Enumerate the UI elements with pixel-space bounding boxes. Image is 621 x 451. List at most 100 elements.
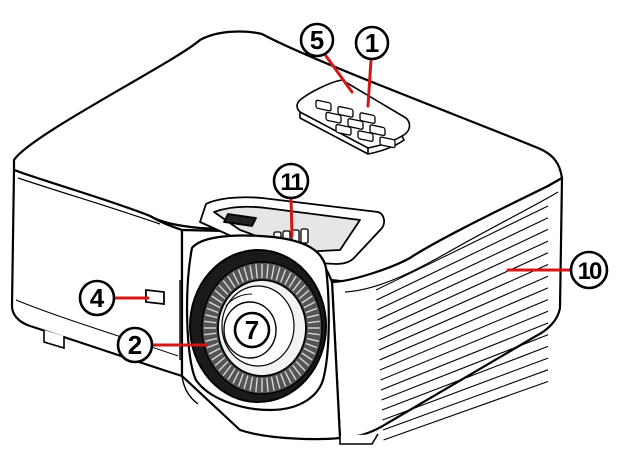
recess-slot-left [223, 213, 257, 227]
ring-tooth [208, 347, 221, 355]
ring-tooth [306, 314, 319, 319]
keypad-key[interactable] [379, 136, 396, 149]
top-bevel-line [17, 177, 559, 293]
ring-tooth [243, 266, 249, 281]
ring-tooth [292, 280, 302, 292]
keypad-key[interactable] [315, 99, 332, 112]
callout-1: 1 [354, 25, 390, 61]
vent-slat [379, 299, 549, 371]
ring-tooth [295, 360, 306, 372]
left-side-inner-line [15, 299, 179, 357]
keypad-key[interactable] [357, 130, 374, 142]
callout-7: 7 [233, 311, 271, 349]
ring-tooth [301, 295, 313, 304]
leader-1 [366, 58, 373, 108]
ring-tooth [206, 307, 219, 314]
keypad-keys [315, 99, 396, 149]
callout-2-label: 2 [128, 330, 142, 360]
keypad-key[interactable] [337, 105, 354, 118]
ring-tooth [218, 284, 229, 296]
ring-tooth [206, 342, 219, 349]
ring-tooth [214, 356, 226, 367]
side-vent [375, 205, 549, 441]
leader-lines [114, 54, 572, 347]
ring-tooth [288, 368, 297, 381]
callout-2: 2 [116, 326, 154, 364]
ring-tooth [280, 373, 287, 387]
projector-feet [43, 330, 379, 445]
callout-11: 11 [272, 162, 310, 200]
callout-10-label: 10 [578, 258, 602, 285]
ring-tooth [249, 265, 254, 280]
lens-assembly [185, 234, 330, 412]
foot-front [339, 433, 379, 445]
ring-tooth [275, 266, 281, 281]
callout-1-label: 1 [365, 28, 379, 58]
projector-body [10, 30, 564, 441]
ring-tooth [237, 373, 244, 387]
callout-10: 10 [569, 250, 609, 290]
ring-tooth [307, 332, 320, 336]
ring-tooth [307, 320, 320, 324]
ring-tooth [243, 375, 249, 390]
keypad-key[interactable] [369, 124, 386, 137]
ring-tooth [303, 347, 316, 355]
callout-4: 4 [78, 279, 116, 317]
ring-tooth [298, 356, 310, 367]
vent-slat [375, 205, 549, 291]
ring-tooth [275, 375, 281, 390]
vent-slat [378, 275, 549, 351]
ring-tooth [288, 275, 297, 288]
ring-tooth [214, 289, 226, 300]
keypad-key[interactable] [347, 118, 364, 130]
ring-tooth [222, 364, 232, 376]
ring-tooth [280, 269, 287, 283]
keypad-key[interactable] [335, 123, 352, 136]
ring-tooth [270, 265, 275, 280]
ring-tooth [284, 370, 292, 384]
ir-window-housing [179, 280, 199, 405]
callout-5-label: 5 [310, 25, 324, 55]
vent-slat [378, 263, 549, 341]
callout-4-label: 4 [90, 283, 105, 313]
vent-slat [382, 369, 549, 431]
vent-slat [382, 357, 549, 421]
vent-slat [380, 310, 549, 381]
ring-tooth [211, 295, 223, 304]
vent-slat [376, 228, 549, 311]
foot-left [43, 330, 65, 350]
ring-tooth [305, 342, 318, 349]
keypad-key[interactable] [325, 111, 342, 124]
ring-tooth [292, 364, 302, 376]
callouts: 1 5 11 4 2 7 10 [78, 22, 609, 364]
leader-5 [324, 54, 354, 94]
callout-11-label: 11 [280, 169, 303, 196]
ring-tooth [232, 370, 240, 384]
vent-slat [380, 322, 549, 391]
ring-tooth [255, 377, 258, 392]
vent-slat [377, 252, 549, 331]
ring-tooth [205, 314, 218, 319]
callout-7-label: 7 [245, 315, 259, 345]
focus-grip[interactable] [300, 228, 309, 244]
callout-5: 5 [299, 22, 335, 58]
ring-tooth [227, 275, 236, 288]
keypad-key[interactable] [359, 112, 376, 124]
ring-tooth [211, 352, 223, 361]
right-side-face [330, 176, 564, 440]
ring-tooth [204, 320, 217, 324]
ring-tooth [205, 337, 218, 342]
ring-tooth [249, 376, 254, 391]
ring-tooth [218, 360, 229, 372]
vent-slat [383, 380, 549, 441]
ring-tooth [204, 332, 217, 336]
ring-tooth [306, 337, 319, 342]
lens-shine [225, 293, 253, 307]
ring-tooth [255, 264, 258, 279]
ring-tooth [227, 368, 236, 381]
vent-slat [379, 287, 549, 361]
vent-slat [377, 240, 549, 321]
leader-11 [289, 196, 294, 238]
